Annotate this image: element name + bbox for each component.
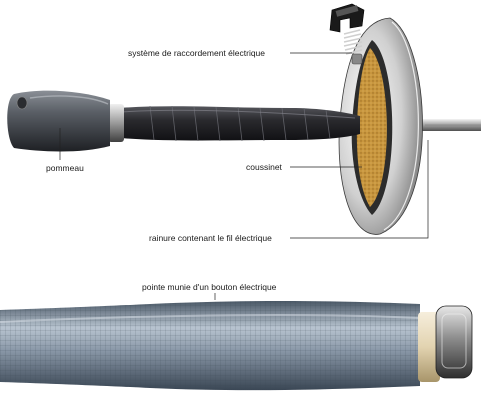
pad — [356, 48, 387, 207]
pommel — [7, 90, 110, 152]
label-pad: coussinet — [246, 162, 282, 172]
label-pommel: pommeau — [46, 163, 84, 173]
ferrule — [108, 104, 124, 142]
label-groove: rainure contenant le fil électrique — [149, 233, 272, 243]
leader-lines — [59, 52, 429, 239]
grip — [120, 105, 360, 142]
label-connector: système de raccordement électrique — [128, 48, 266, 58]
electrical-connector — [329, 3, 365, 65]
label-tip: pointe munie d'un bouton électrique — [142, 282, 277, 292]
blade-tip-closeup — [0, 301, 473, 391]
